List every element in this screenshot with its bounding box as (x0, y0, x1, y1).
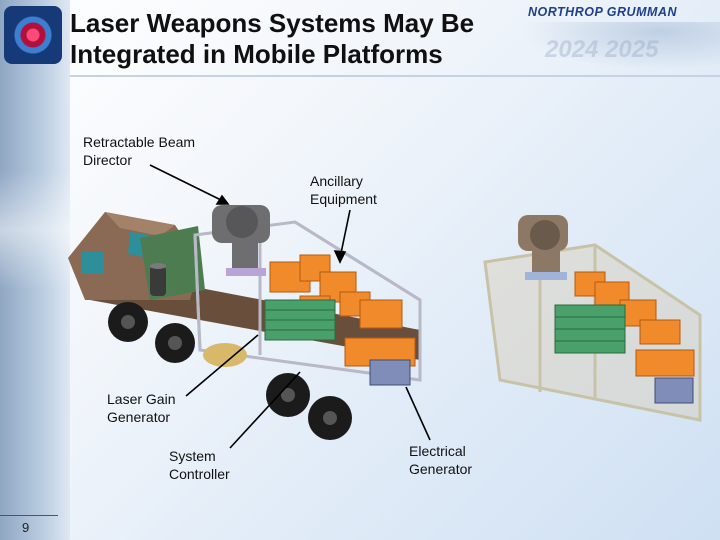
callout-gain-line1: Laser Gain (107, 390, 175, 408)
callout-ancillary-line2: Equipment (310, 190, 377, 208)
truck-green-modules (265, 300, 335, 340)
page-number-rule (0, 515, 58, 516)
callout-electrical-line1: Electrical (409, 442, 472, 460)
callout-electrical-line2: Generator (409, 460, 472, 478)
callout-gain-line2: Generator (107, 408, 175, 426)
callout-beam-director: Retractable Beam Director (83, 133, 195, 169)
callout-electrical-generator: Electrical Generator (409, 442, 472, 478)
skid-fan-panel (655, 378, 693, 403)
skid-green-modules (555, 305, 625, 353)
page-number: 9 (22, 520, 29, 535)
callout-controller-line1: System (169, 447, 230, 465)
callout-system-controller: System Controller (169, 447, 230, 483)
truck-fan-panel (370, 360, 410, 385)
callout-controller-line2: Controller (169, 465, 230, 483)
callout-beam-director-line2: Director (83, 151, 195, 169)
callout-laser-gain-generator: Laser Gain Generator (107, 390, 175, 426)
callout-beam-director-line1: Retractable Beam (83, 133, 195, 151)
skid-illustration (485, 215, 700, 420)
callout-ancillary-equipment: Ancillary Equipment (310, 172, 377, 208)
callout-ancillary-line1: Ancillary (310, 172, 377, 190)
